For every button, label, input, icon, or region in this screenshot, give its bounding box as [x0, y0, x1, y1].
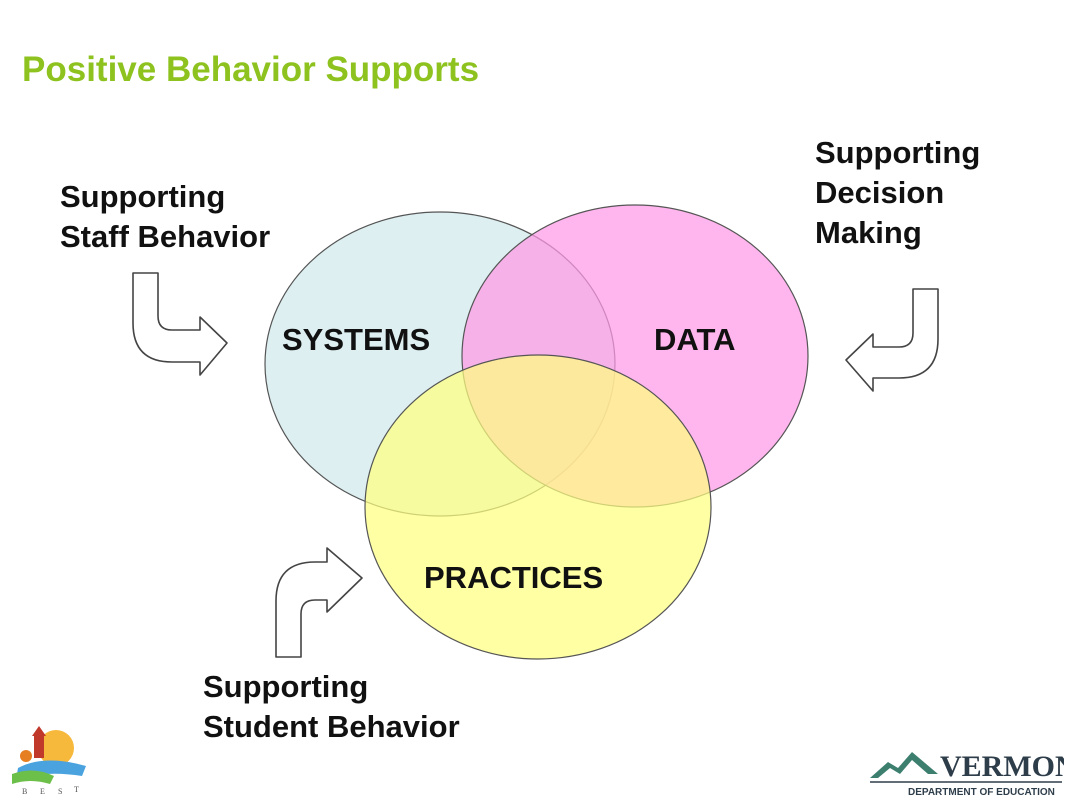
label-staff-line-1: Supporting [60, 179, 226, 214]
arrow-decision-icon [845, 288, 939, 392]
label-student-line-1: Supporting [203, 669, 369, 704]
best-letter-t: T [74, 785, 79, 794]
circle-label-systems: SYSTEMS [282, 322, 430, 357]
page-title: Positive Behavior Supports [22, 50, 480, 89]
arrow-student-icon [275, 547, 363, 658]
vermont-wordmark: VERMONT [940, 750, 1064, 783]
label-decision-line-1: Supporting [815, 135, 981, 170]
label-student-behavior: Supporting Student Behavior [203, 667, 460, 747]
best-letter-s: S [58, 787, 62, 796]
label-staff-line-2: Staff Behavior [60, 219, 271, 254]
circle-practices [364, 354, 712, 660]
vermont-doe-logo: VERMONT DEPARTMENT OF EDUCATION [870, 750, 1064, 798]
label-decision-making: Supporting Decision Making [815, 133, 980, 253]
mountain-icon [870, 752, 938, 778]
circle-label-data: DATA [654, 322, 736, 357]
best-letter-e: E [40, 787, 45, 796]
label-staff-behavior: Supporting Staff Behavior [60, 177, 270, 257]
best-logo-icon: B E S T [12, 726, 86, 796]
label-student-line-2: Student Behavior [203, 709, 460, 744]
best-letter-b: B [22, 787, 27, 796]
label-decision-line-2: Decision [815, 175, 945, 210]
label-decision-line-3: Making [815, 215, 922, 250]
circle-label-practices: PRACTICES [424, 560, 603, 595]
department-of-education-text: DEPARTMENT OF EDUCATION [908, 787, 1055, 798]
arrow-staff-icon [132, 272, 228, 376]
